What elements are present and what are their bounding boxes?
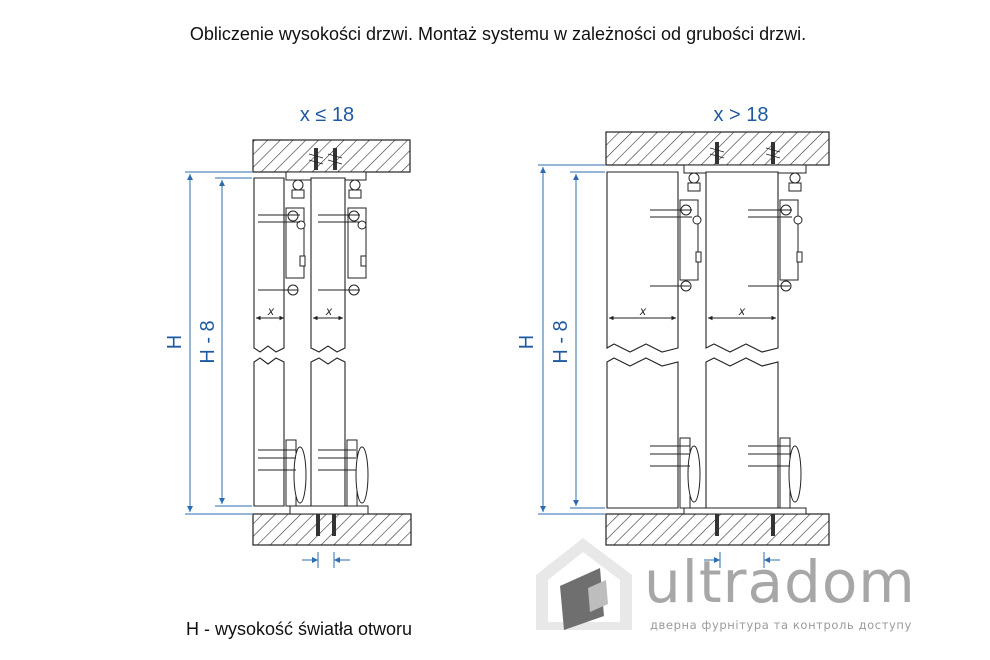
page-title: Obliczenie wysokości drzwi. Montaż syste… [190, 24, 806, 44]
left-h-label: H [164, 335, 186, 349]
right-door-outer [606, 171, 679, 509]
left-bottom-guides [258, 439, 369, 536]
right-hanger-brackets [650, 199, 803, 292]
right-x-dimensions: x x [609, 304, 776, 321]
right-x-label-1: x [639, 304, 647, 318]
right-door-inner [705, 171, 779, 509]
right-gap-dimension [704, 552, 780, 568]
house-icon [536, 538, 632, 630]
caption: H - wysokość światła otworu [186, 619, 412, 639]
left-hanger-brackets [258, 207, 367, 296]
left-x-dimensions: x x [256, 304, 343, 321]
left-condition-label: x ≤ 18 [300, 104, 354, 126]
left-ceiling [252, 139, 411, 173]
left-x-label-1: x [267, 304, 275, 318]
right-h-minus-label: H - 8 [550, 320, 572, 363]
ultradom-logo: ultradom дверна фурнітура та контроль до… [536, 538, 916, 632]
right-ceiling-screws [709, 142, 781, 164]
left-door-inner [310, 177, 346, 507]
left-x-label-2: x [325, 304, 333, 318]
logo-name: ultradom [644, 548, 916, 616]
left-height-dimensions: H H - 8 [164, 171, 252, 515]
right-height-dimensions: H H - 8 [516, 164, 605, 515]
logo-tagline: дверна фурнітура та контроль доступу [650, 618, 912, 632]
left-ceiling-screws [308, 148, 343, 170]
left-diagram: x ≤ 18 [164, 104, 412, 568]
right-condition-label: x > 18 [713, 104, 768, 126]
right-bottom-guides [650, 437, 807, 536]
right-top-track [683, 164, 807, 192]
left-door-outer [253, 177, 285, 507]
right-diagram: x > 18 [516, 104, 830, 568]
left-h-minus-label: H - 8 [197, 320, 219, 363]
left-top-track [285, 171, 367, 199]
right-h-label: H [516, 335, 538, 349]
left-gap-dimension [302, 552, 350, 568]
right-x-label-2: x [738, 304, 746, 318]
